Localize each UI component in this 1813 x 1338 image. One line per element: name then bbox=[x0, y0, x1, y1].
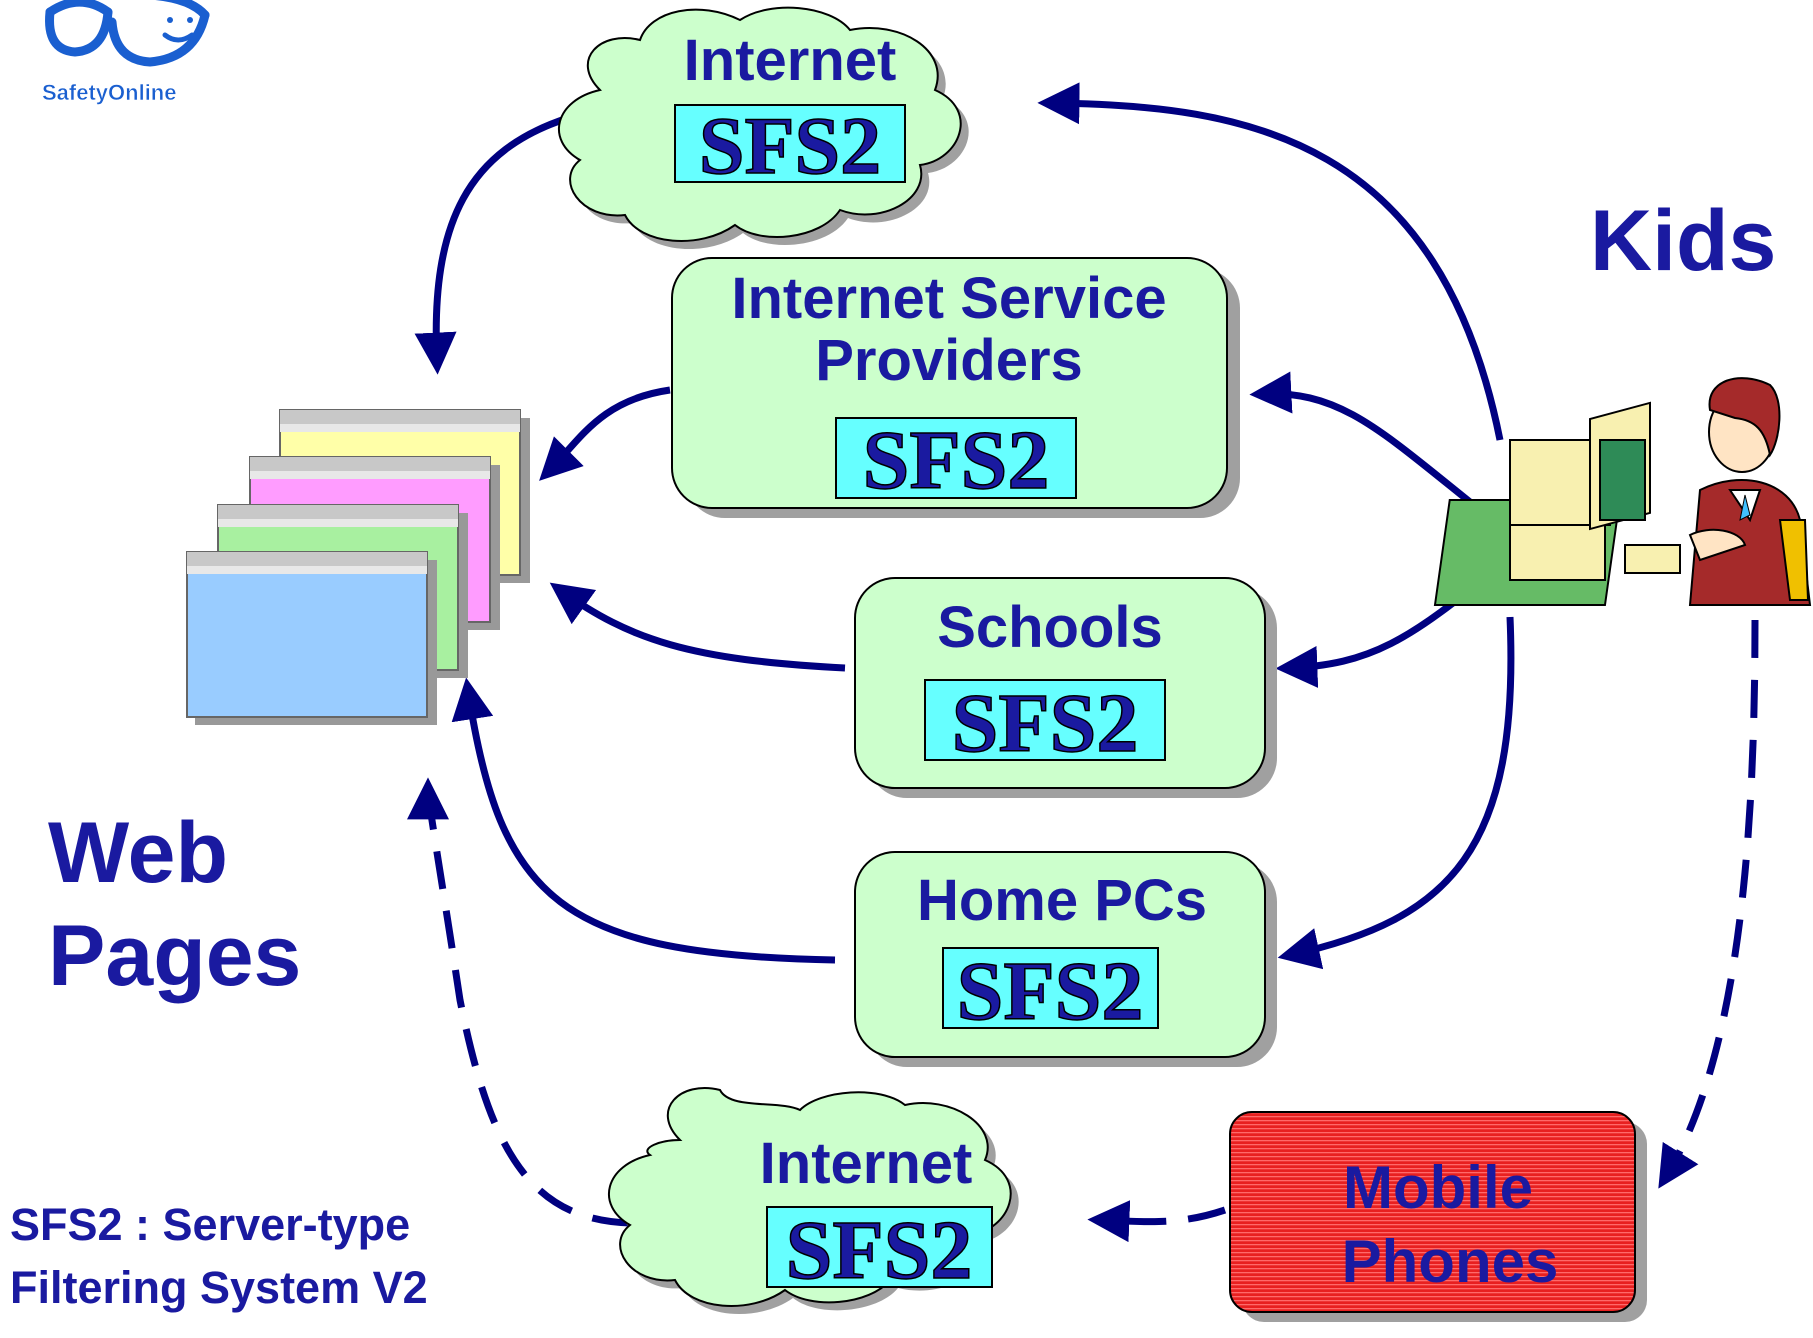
sfs2-badge: SFS2 bbox=[952, 677, 1139, 770]
dashed-arrows bbox=[407, 619, 1759, 1243]
sfs2-badge-box bbox=[942, 947, 1159, 1029]
browser-window bbox=[186, 551, 437, 725]
web-pages-stack-icon bbox=[186, 409, 530, 725]
sfs2-badge: SFS2 bbox=[863, 414, 1050, 507]
arrow-schools-to-webpages bbox=[549, 582, 846, 672]
internet-bottom-node: Internet SFS2 bbox=[607, 1087, 1019, 1315]
arrow-internet-top-to-webpages bbox=[414, 114, 570, 375]
arrow-homepcs-to-webpages bbox=[451, 677, 836, 964]
arrow-kids-to-homepcs bbox=[1277, 616, 1515, 970]
mobile-label-line2: Phones bbox=[1342, 1228, 1559, 1295]
arrow-internet-bottom-to-webpages bbox=[407, 777, 631, 1227]
internet-bottom-label: Internet bbox=[760, 1131, 973, 1196]
schools-node: Schools SFS2 bbox=[854, 577, 1277, 798]
isp-label-line2: Providers bbox=[815, 328, 1083, 393]
kid-at-computer-icon bbox=[1433, 377, 1812, 606]
isp-node: Internet Service Providers SFS2 bbox=[671, 257, 1240, 518]
home-pcs-label: Home PCs bbox=[917, 868, 1207, 933]
internet-top-label: Internet bbox=[684, 28, 897, 93]
internet-top-node: Internet SFS2 bbox=[557, 6, 969, 250]
sfs2-badge: SFS2 bbox=[699, 100, 881, 191]
arrow-kids-to-isp bbox=[1249, 371, 1483, 513]
connection-arrows bbox=[414, 82, 1515, 970]
sfs2-badge-box bbox=[835, 417, 1077, 499]
sfs2-badge-box bbox=[924, 679, 1166, 761]
kids-label: Kids bbox=[1590, 193, 1776, 289]
logo-text: SafetyOnline bbox=[42, 80, 176, 105]
isp-box bbox=[671, 257, 1228, 509]
mobile-label-line1: Mobile bbox=[1343, 1154, 1533, 1221]
sfs2-badge: SFS2 bbox=[786, 1204, 973, 1297]
arrow-isp-to-webpages bbox=[539, 386, 671, 481]
arrow-kids-to-internet-top bbox=[1037, 82, 1504, 441]
schools-label: Schools bbox=[937, 595, 1163, 660]
web-pages-label-line1: Web bbox=[48, 805, 228, 901]
web-pages-label-line2: Pages bbox=[48, 908, 301, 1004]
arrow-kids-to-mobile bbox=[1658, 619, 1759, 1189]
home-pcs-node: Home PCs SFS2 bbox=[854, 851, 1277, 1067]
isp-label-line1: Internet Service bbox=[731, 266, 1166, 331]
mobile-phones-box bbox=[1229, 1111, 1636, 1313]
sfs2-badge: SFS2 bbox=[957, 945, 1144, 1038]
legend-line2: Filtering System V2 bbox=[10, 1262, 428, 1313]
arrow-mobile-to-internet-bottom bbox=[1087, 1200, 1227, 1243]
smiley-logo-icon bbox=[45, 0, 210, 67]
safetyonline-logo: SafetyOnline bbox=[42, 0, 210, 105]
mobile-phones-node: Mobile Phones bbox=[1229, 1111, 1647, 1322]
legend-line1: SFS2 : Server-type bbox=[10, 1199, 410, 1250]
sfs2-badge-box bbox=[766, 1206, 993, 1288]
sfs2-badge-box bbox=[674, 104, 906, 183]
